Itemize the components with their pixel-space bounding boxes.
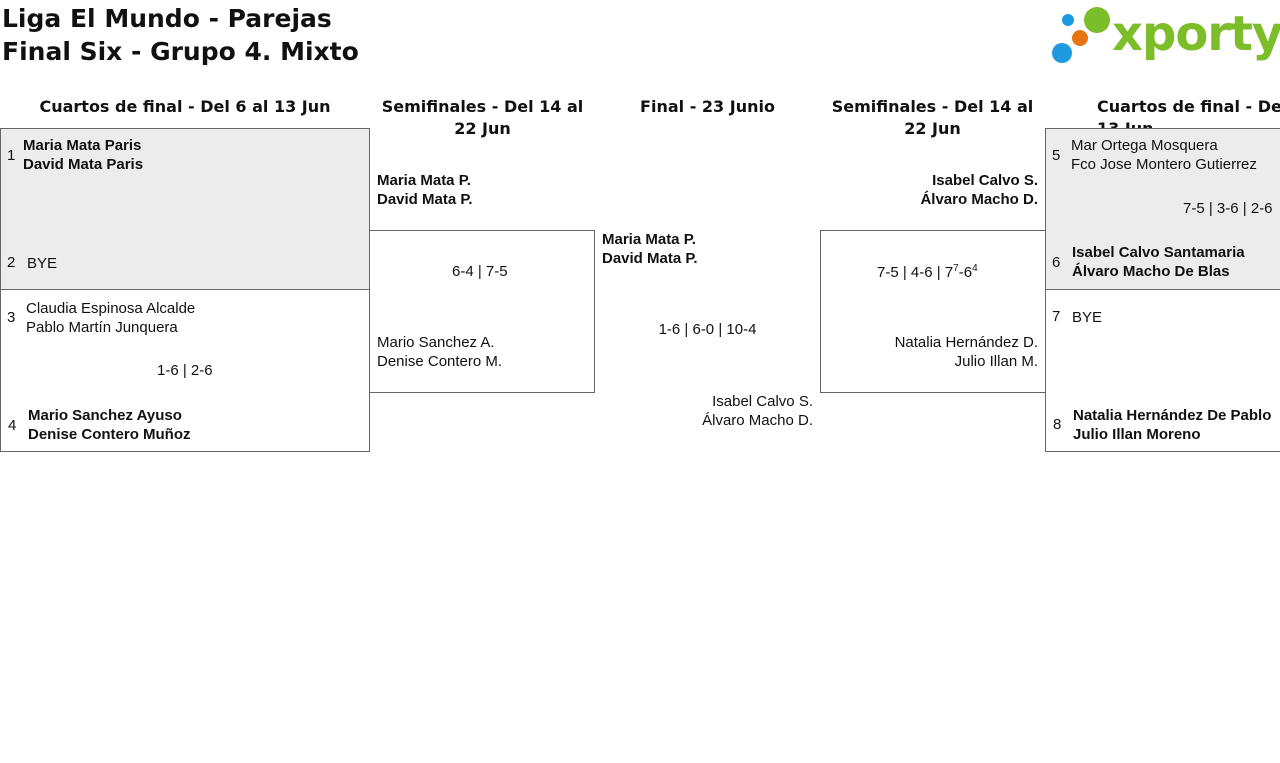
player-name: Isabel Calvo Santamaria (1072, 244, 1245, 261)
bye-label: BYE (1072, 309, 1103, 326)
player-name: Julio Illan Moreno (1073, 426, 1201, 443)
player-name: Pablo Martín Junquera (26, 319, 178, 336)
team-name: Mario Sanchez Ayuso Denise Contero Muñoz (28, 406, 191, 444)
player-name: Claudia Espinosa Alcalde (26, 300, 196, 317)
match-score: 7-5 | 3-6 | 2-6 (1183, 200, 1273, 217)
column-header-sf-left: Semifinales - Del 14 al 22 Jun (381, 97, 584, 138)
player-name: Mario Sanchez Ayuso (28, 407, 182, 424)
player-name: Julio Illan M. (954, 353, 1038, 370)
player-name: Isabel Calvo S. (932, 172, 1038, 189)
qf-right-match-2: 7 BYE 8 Natalia Hernández De Pablo Julio… (1045, 289, 1280, 452)
player-name: David Mata P. (377, 191, 473, 208)
logo-text: xporty (1112, 6, 1280, 62)
seed-number: 7 (1052, 308, 1061, 325)
seed-number: 5 (1052, 147, 1061, 164)
column-header-final: Final - 23 Junio (640, 97, 775, 116)
player-name: Natalia Hernández D. (894, 334, 1038, 351)
player-name: Álvaro Macho D. (702, 412, 813, 429)
team-name: Maria Mata Paris David Mata Paris (23, 136, 143, 174)
player-name: Denise Contero Muñoz (28, 426, 191, 443)
team-name: Natalia Hernández De Pablo Julio Illan M… (1073, 406, 1271, 444)
team-name: Isabel Calvo Santamaria Álvaro Macho De … (1072, 243, 1245, 281)
sf-left-winner: Maria Mata P. David Mata P. (377, 171, 473, 209)
qf-left-match-2: 3 Claudia Espinosa Alcalde Pablo Martín … (0, 289, 370, 452)
match-score: 6-4 | 7-5 (452, 263, 508, 280)
team-name: Claudia Espinosa Alcalde Pablo Martín Ju… (26, 299, 195, 337)
player-name: Maria Mata P. (602, 231, 696, 248)
seed-number: 8 (1053, 416, 1062, 433)
logo-mark-icon (1052, 7, 1110, 63)
match-score: 7-5 | 4-6 | 77-64 (877, 263, 978, 281)
player-name: Mario Sanchez A. (377, 334, 495, 351)
column-header-qf-left: Cuartos de final - Del 6 al 13 Jun (39, 97, 331, 116)
seed-number: 3 (7, 309, 16, 326)
player-name: Denise Contero M. (377, 353, 503, 370)
final-runner-up: Isabel Calvo S. Álvaro Macho D. (595, 392, 813, 430)
team-name: Natalia Hernández D. Julio Illan M. (821, 333, 1038, 371)
player-name: Álvaro Macho De Blas (1072, 263, 1230, 280)
player-name: Mar Ortega Mosquera (1071, 137, 1218, 154)
final-score: 1-6 | 6-0 | 10-4 (658, 321, 757, 338)
player-name: Isabel Calvo S. (712, 393, 813, 410)
seed-number: 6 (1052, 254, 1061, 271)
player-name: David Mata Paris (23, 156, 144, 173)
page-title: Liga El Mundo - Parejas (2, 4, 332, 33)
sf-right-winner: Isabel Calvo S. Álvaro Macho D. (820, 171, 1038, 209)
seed-number: 2 (7, 254, 16, 271)
sf-left-match: 6-4 | 7-5 Mario Sanchez A. Denise Conter… (369, 230, 595, 393)
match-score: 1-6 | 2-6 (157, 362, 213, 379)
qf-left-match-1: 1 Maria Mata Paris David Mata Paris 2 BY… (0, 128, 370, 290)
final-winner: Maria Mata P. David Mata P. (602, 230, 698, 268)
sf-right-match: 7-5 | 4-6 | 77-64 Natalia Hernández D. J… (820, 230, 1046, 393)
seed-number: 4 (8, 417, 17, 434)
player-name: Maria Mata P. (377, 172, 471, 189)
page-subtitle: Final Six - Grupo 4. Mixto (2, 37, 359, 66)
qf-right-match-1: 5 Mar Ortega Mosquera Fco Jose Montero G… (1045, 128, 1280, 290)
team-name: Mario Sanchez A. Denise Contero M. (377, 333, 502, 371)
player-name: Fco Jose Montero Gutierrez (1071, 156, 1257, 173)
column-header-sf-right: Semifinales - Del 14 al 22 Jun (831, 97, 1034, 138)
player-name: Maria Mata Paris (23, 137, 142, 154)
player-name: David Mata P. (602, 250, 698, 267)
seed-number: 1 (7, 147, 16, 164)
team-name: Mar Ortega Mosquera Fco Jose Montero Gut… (1071, 136, 1257, 174)
player-name: Álvaro Macho D. (920, 191, 1038, 208)
bye-label: BYE (27, 255, 58, 272)
xporty-logo: xporty (1050, 4, 1280, 68)
player-name: Natalia Hernández De Pablo (1073, 407, 1272, 424)
